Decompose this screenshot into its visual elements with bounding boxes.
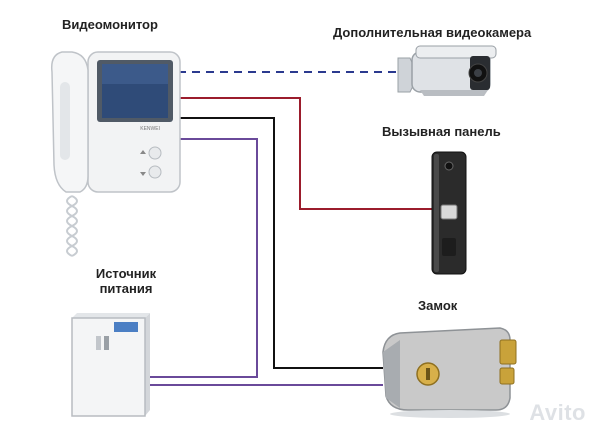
lock-brass-latch [499,367,515,385]
lock-brass-bolt [499,339,517,365]
power-supply-label-line2: питания [99,281,153,296]
call-panel-label: Вызывная панель [382,124,501,139]
monitor-button-top [148,146,162,160]
lock-keyhole [426,368,430,380]
power-supply-body [71,317,146,417]
lock-front-plate [383,340,400,408]
monitor-handset-grip [60,82,70,160]
power-supply-label-line1: Источник [95,266,157,281]
power-supply-indicators [104,336,109,350]
monitor-indicator-top [140,150,146,154]
power-supply-device [71,313,150,417]
handset-coiled-cord [66,195,78,257]
power-supply-side [145,313,150,416]
lock-body [382,327,511,411]
lock-shadow [390,410,510,418]
call-panel-speaker [442,238,456,256]
power-supply-terminals [96,336,101,350]
power-supply-top [72,313,150,318]
power-supply-label [114,322,138,332]
avito-watermark: Avito [529,400,586,425]
monitor-screen-glare [102,64,168,84]
monitor-indicator-bottom [140,172,146,176]
additional-camera-device [397,45,497,96]
call-panel-device [431,151,467,275]
monitor-button-bottom [148,165,162,179]
camera-ir-led [474,69,482,77]
call-panel-camera [444,161,454,171]
lock-power-wire [145,138,258,378]
lock-label: Замок [418,298,458,313]
wires [145,71,432,386]
lock-device [382,327,517,418]
call-panel-button [440,204,458,220]
camera-label: Дополнительная видеокамера [333,25,532,40]
video-monitor-device: KENWEI [50,51,181,257]
camera-shadow [420,90,488,96]
monitor-label: Видеомонитор [62,17,158,32]
monitor-brand-label: KENWEI [140,126,160,132]
lock-ground-wire [178,117,383,369]
panel-signal-wire [178,97,432,210]
call-panel-highlight [434,154,439,272]
power-supply-label-text: Источник питания [76,266,176,296]
camera-sunshield [415,45,497,59]
